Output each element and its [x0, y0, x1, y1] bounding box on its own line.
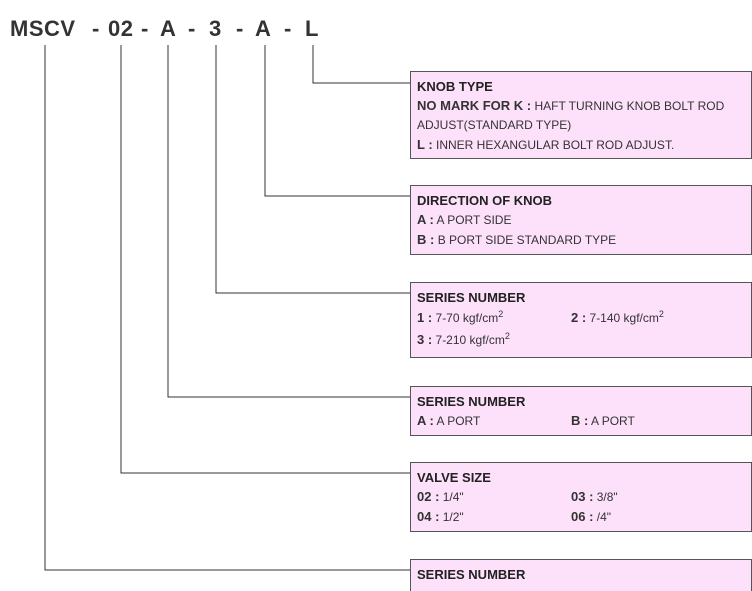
valve-size-title: VALVE SIZE [417, 470, 491, 485]
series-port-title: SERIES NUMBER [417, 394, 526, 409]
series-pressure-1-key: 1 : [417, 310, 433, 325]
knob-type-no-mark-key: NO MARK FOR K : [417, 98, 532, 113]
series-pressure-3-key: 3 : [417, 332, 433, 347]
code-dash-4: - [236, 16, 244, 41]
code-part-direction: A [255, 16, 272, 41]
series-pressure-title: SERIES NUMBER [417, 290, 526, 305]
series-pressure-3-text: 7-210 kgf/cm [435, 333, 505, 347]
direction-of-knob-box: DIRECTION OF KNOB A : A PORT SIDE B : B … [410, 185, 752, 255]
valve-size-03-key: 03 : [571, 489, 594, 504]
valve-size-box: VALVE SIZE 02 : 1/4" 03 : 3/8" 04 : 1/2"… [410, 462, 752, 532]
valve-size-02-key: 02 : [417, 489, 440, 504]
direction-b-key: B : [417, 232, 435, 247]
series-pressure-row-2: 3 : 7-210 kgf/cm2 [417, 329, 745, 351]
series-number-port-box: SERIES NUMBER A : A PORT B : A PORT [410, 386, 752, 436]
code-dash-5: - [284, 16, 292, 41]
knob-type-box: KNOB TYPE NO MARK FOR K : HAFT TURNING K… [410, 71, 752, 159]
series-pressure-row-1: 1 : 7-70 kgf/cm2 2 : 7-140 kgf/cm2 [417, 307, 745, 329]
direction-a-key: A : [417, 212, 434, 227]
code-dash-2: - [141, 16, 149, 41]
series-pressure-2: 2 : 7-140 kgf/cm2 [571, 307, 725, 329]
knob-type-no-mark-row-2: ADJUST(STANDARD TYPE) [417, 118, 572, 132]
series-pressure-1: 1 : 7-70 kgf/cm2 [417, 307, 571, 329]
series-port-a-text: A PORT [436, 414, 481, 428]
valve-size-row-2: 04 : 1/2" 06 : /4" [417, 507, 745, 527]
valve-size-04-text: 1/2" [442, 510, 464, 524]
code-part-port: A [160, 16, 177, 41]
connector-series-base [44, 45, 410, 571]
connector-series-pressure [215, 45, 410, 294]
series-pressure-1-sup: 2 [498, 309, 504, 319]
valve-size-03: 03 : 3/8" [571, 487, 725, 507]
direction-a-text: A PORT SIDE [436, 213, 512, 227]
series-base-title: SERIES NUMBER [417, 567, 526, 582]
series-pressure-2-text: 7-140 kgf/cm [589, 311, 659, 325]
valve-size-row-1: 02 : 1/4" 03 : 3/8" [417, 487, 745, 507]
valve-size-04-key: 04 : [417, 509, 440, 524]
series-pressure-2-sup: 2 [658, 309, 664, 319]
series-number-base-box: SERIES NUMBER [410, 559, 752, 591]
code-dash-1: - [92, 16, 100, 41]
valve-size-06: 06 : /4" [571, 507, 725, 527]
valve-size-06-text: /4" [596, 510, 612, 524]
series-port-b-key: B : [571, 413, 589, 428]
valve-size-02-text: 1/4" [442, 490, 464, 504]
knob-type-l-text: INNER HEXANGULAR BOLT ROD ADJUST. [436, 138, 675, 152]
direction-title: DIRECTION OF KNOB [417, 193, 553, 208]
series-port-b: B : A PORT [571, 411, 725, 431]
valve-size-04: 04 : 1/2" [417, 507, 571, 527]
valve-size-06-key: 06 : [571, 509, 594, 524]
knob-type-title: KNOB TYPE [417, 79, 493, 94]
series-number-pressure-box: SERIES NUMBER 1 : 7-70 kgf/cm2 2 : 7-140… [410, 282, 752, 358]
direction-b-row: B : B PORT SIDE STANDARD TYPE [417, 230, 745, 250]
code-part-size: 02 [108, 16, 134, 41]
valve-size-03-text: 3/8" [596, 490, 618, 504]
connector-valve-size [120, 45, 410, 474]
code-part-series: 3 [209, 16, 222, 41]
series-pressure-2-key: 2 : [571, 310, 587, 325]
direction-b-text: B PORT SIDE STANDARD TYPE [437, 233, 617, 247]
code-part-mscv: MSCV [10, 16, 76, 41]
series-port-a-key: A : [417, 413, 434, 428]
series-pressure-3-sup: 2 [504, 331, 510, 341]
direction-a-row: A : A PORT SIDE [417, 210, 745, 230]
knob-type-no-mark-text: HAFT TURNING KNOB BOLT ROD [534, 99, 725, 113]
knob-type-l-key: L : [417, 137, 433, 152]
knob-type-no-mark-row: NO MARK FOR K : HAFT TURNING KNOB BOLT R… [417, 96, 745, 116]
series-port-row: A : A PORT B : A PORT [417, 411, 745, 431]
code-dash-3: - [188, 16, 196, 41]
series-port-a: A : A PORT [417, 411, 571, 431]
connector-direction [264, 45, 410, 197]
series-port-b-text: A PORT [591, 414, 635, 428]
code-part-knob: L [305, 16, 319, 41]
knob-type-l-row: L : INNER HEXANGULAR BOLT ROD ADJUST. [417, 135, 745, 155]
connector-knob-type [312, 45, 410, 84]
valve-size-02: 02 : 1/4" [417, 487, 571, 507]
series-pressure-1-text: 7-70 kgf/cm [435, 311, 499, 325]
connector-series-port [167, 45, 410, 398]
